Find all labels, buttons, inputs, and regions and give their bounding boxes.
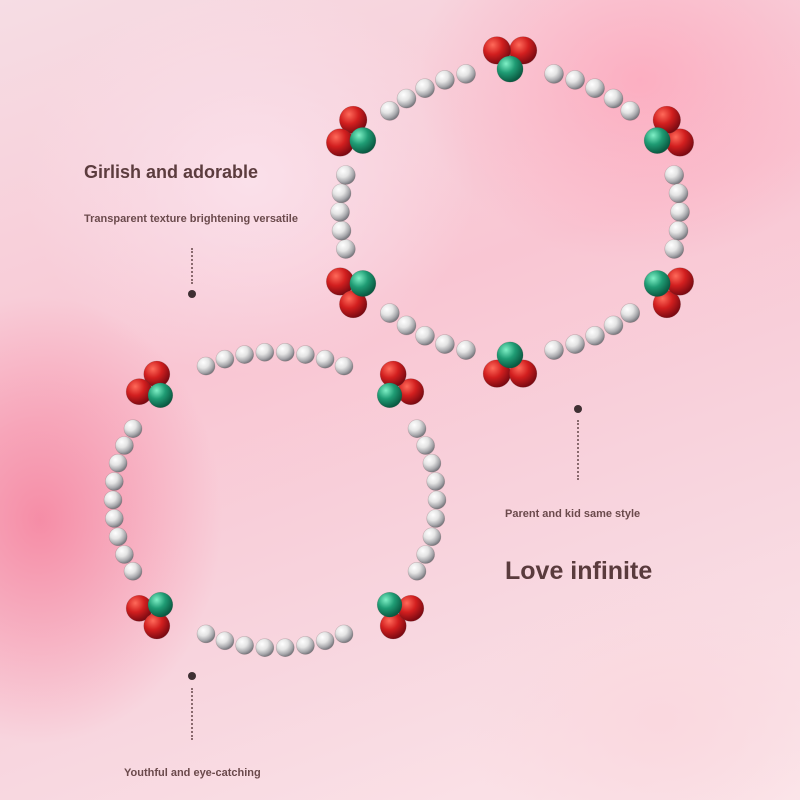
bracelet-top xyxy=(326,36,694,388)
dot-marker xyxy=(574,405,582,413)
silver-bead xyxy=(108,453,128,473)
green-bead xyxy=(349,127,377,154)
silver-bead xyxy=(456,64,476,84)
green-bead xyxy=(147,592,174,618)
silver-bead xyxy=(275,638,295,658)
silver-bead xyxy=(407,419,427,439)
silver-bead xyxy=(331,220,352,241)
silver-bead xyxy=(544,64,564,84)
silver-bead xyxy=(456,340,476,360)
silver-bead xyxy=(416,545,435,564)
silver-bead xyxy=(565,70,585,90)
silver-bead xyxy=(416,436,435,455)
silver-bead xyxy=(668,183,689,204)
silver-bead xyxy=(565,334,585,354)
silver-bead xyxy=(255,342,275,362)
silver-bead xyxy=(407,561,427,581)
silver-bead xyxy=(196,356,216,376)
silver-bead xyxy=(668,220,689,241)
silver-bead xyxy=(426,472,446,491)
green-bead xyxy=(147,382,174,408)
silver-bead xyxy=(115,436,134,455)
dot-marker xyxy=(188,672,196,680)
silver-bead xyxy=(296,636,315,655)
silver-bead xyxy=(544,340,564,360)
silver-bead xyxy=(255,638,275,658)
silver-bead xyxy=(585,78,605,98)
silver-bead xyxy=(335,165,356,185)
silver-bead xyxy=(315,349,335,369)
silver-bead xyxy=(331,183,352,204)
silver-bead xyxy=(603,88,624,109)
silver-bead xyxy=(108,527,128,547)
caption-youthful: Youthful and eye-catching xyxy=(124,767,261,779)
red-bead xyxy=(482,36,511,65)
green-bead xyxy=(643,127,671,154)
silver-bead xyxy=(105,509,124,528)
green-bead xyxy=(496,341,524,369)
silver-bead xyxy=(215,349,235,369)
silver-bead xyxy=(334,624,354,644)
silver-bead xyxy=(435,70,455,90)
silver-bead xyxy=(196,624,216,644)
silver-bead xyxy=(620,303,641,323)
green-bead xyxy=(643,270,671,297)
silver-bead xyxy=(296,345,315,364)
silver-bead xyxy=(603,315,624,336)
bracelet-bottom xyxy=(103,342,447,658)
caption-love: Love infinite xyxy=(505,557,653,585)
silver-bead xyxy=(335,239,356,259)
green-bead xyxy=(376,592,403,618)
silver-bead xyxy=(396,315,417,336)
silver-bead xyxy=(334,356,354,376)
dot-marker xyxy=(188,290,196,298)
silver-bead xyxy=(330,202,350,222)
silver-bead xyxy=(275,342,295,362)
red-bead xyxy=(509,359,538,388)
silver-bead xyxy=(664,239,685,259)
silver-bead xyxy=(105,472,124,491)
dotted-line xyxy=(191,688,193,740)
caption-transparent: Transparent texture brightening versatil… xyxy=(84,213,298,225)
silver-bead xyxy=(379,101,400,121)
silver-bead xyxy=(315,631,335,651)
silver-bead xyxy=(123,419,143,439)
silver-bead xyxy=(427,490,447,510)
silver-bead xyxy=(235,345,254,364)
silver-bead xyxy=(435,334,455,354)
silver-bead xyxy=(123,561,143,581)
silver-bead xyxy=(215,631,235,651)
silver-bead xyxy=(415,325,435,346)
silver-bead xyxy=(115,545,134,564)
caption-parent-kid: Parent and kid same style xyxy=(505,508,641,520)
green-bead xyxy=(376,382,403,408)
silver-bead xyxy=(415,78,435,98)
silver-bead xyxy=(620,101,641,121)
green-bead xyxy=(349,270,377,297)
silver-bead xyxy=(422,527,442,547)
silver-bead xyxy=(426,509,446,528)
silver-bead xyxy=(422,453,442,473)
dotted-line xyxy=(577,420,579,480)
green-bead xyxy=(496,55,524,83)
silver-bead xyxy=(103,490,123,510)
silver-bead xyxy=(585,325,605,346)
silver-bead xyxy=(379,303,400,323)
silver-bead xyxy=(235,636,254,655)
silver-bead xyxy=(396,88,417,109)
caption-girlish: Girlish and adorable xyxy=(84,162,259,182)
silver-bead xyxy=(664,165,685,185)
dotted-line xyxy=(191,248,193,284)
silver-bead xyxy=(670,202,690,222)
